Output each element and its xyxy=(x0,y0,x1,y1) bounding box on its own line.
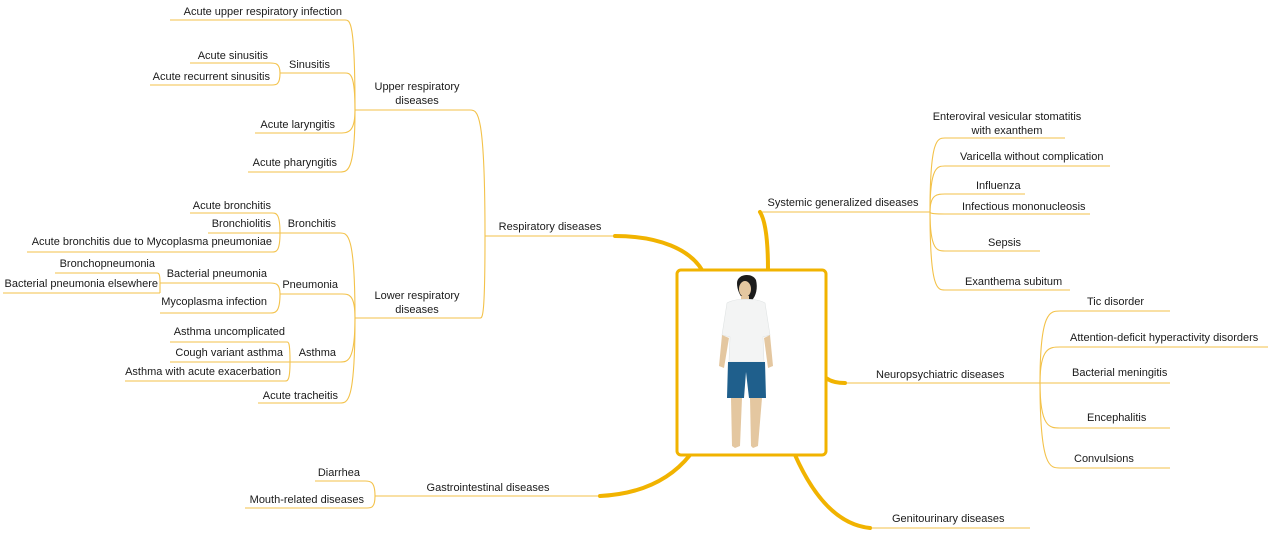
node-enteroviral-label: Enteroviral vesicular stomatitis xyxy=(933,111,1082,123)
node-sinusitis-label: Sinusitis xyxy=(289,59,330,71)
node-adhd-label: Attention-deficit hyperactivity disorder… xyxy=(1070,332,1259,344)
node-bacterial-pneumonia-label: Bacterial pneumonia xyxy=(167,268,268,280)
branch-genito xyxy=(793,453,872,530)
node-cough-variant-asthma-label: Cough variant asthma xyxy=(175,347,283,359)
node-asthma-acute-exacerbation-connector xyxy=(125,361,291,382)
node-acute-recurrent-sinusitis-label: Acute recurrent sinusitis xyxy=(153,71,271,83)
node-acute-tracheitis-connector xyxy=(258,317,356,404)
node-bacterial-meningitis-label: Bacterial meningitis xyxy=(1072,367,1168,379)
node-convulsions-label: Convulsions xyxy=(1074,453,1134,465)
node-neuropsychiatric-label: Neuropsychiatric diseases xyxy=(876,369,1005,381)
node-mononucleosis-label: Infectious mononucleosis xyxy=(962,201,1086,213)
node-acute-recurrent-sinusitis-connector xyxy=(150,72,281,86)
node-asthma-acute-exacerbation-label: Asthma with acute exacerbation xyxy=(125,366,281,378)
branch-neuro xyxy=(824,376,847,385)
node-asthma-uncomplicated-label: Asthma uncomplicated xyxy=(174,326,285,338)
node-encephalitis-label: Encephalitis xyxy=(1087,412,1147,424)
node-sinusitis-connector xyxy=(280,72,356,111)
node-acute-laryngitis-label: Acute laryngitis xyxy=(260,119,335,131)
node-label: diseases xyxy=(395,304,439,316)
node-bacterial-pneumonia-elsewhere-label: Bacterial pneumonia elsewhere xyxy=(5,278,158,290)
node-mycoplasma-infection-label: Mycoplasma infection xyxy=(161,296,267,308)
node-tic-disorder-connector xyxy=(1039,310,1170,384)
node-adhd-connector xyxy=(1039,346,1268,384)
node-acute-bronchitis-connector xyxy=(190,212,281,234)
node-bronchitis-label: Bronchitis xyxy=(288,218,337,230)
node-asthma-label: Asthma xyxy=(299,347,337,359)
node-lower-respiratory-connector xyxy=(355,235,486,319)
branch-respiratory xyxy=(613,234,704,272)
node-influenza-label: Influenza xyxy=(976,180,1022,192)
node-bronchiolitis-label: Bronchiolitis xyxy=(212,218,272,230)
node-upper-respiratory-connector xyxy=(355,109,486,237)
node-acute-bronchitis-label: Acute bronchitis xyxy=(193,200,272,212)
node-systemic-label: Systemic generalized diseases xyxy=(767,197,919,209)
node-mouth-related-connector xyxy=(245,495,376,509)
node-bronchitis-connector xyxy=(280,232,356,319)
node-respiratory-label: Respiratory diseases xyxy=(499,221,602,233)
branch-gastro xyxy=(598,453,692,498)
node-tic-disorder-label: Tic disorder xyxy=(1087,296,1144,308)
node-mouth-related-label: Mouth-related diseases xyxy=(250,494,365,506)
node-acute-upper-respiratory-infection-connector xyxy=(170,19,356,111)
child-figure-image xyxy=(719,274,773,448)
node-sepsis-label: Sepsis xyxy=(988,237,1022,249)
node-acute-pharyngitis-label: Acute pharyngitis xyxy=(253,157,338,169)
node-acute-tracheitis-label: Acute tracheitis xyxy=(263,390,339,402)
node-bacterial-pneumonia-elsewhere-connector xyxy=(3,283,161,294)
node-exanthema-subitum-connector xyxy=(929,211,1070,291)
node-sepsis-connector xyxy=(929,211,1040,252)
node-lower-respiratory-label: Lower respiratory xyxy=(375,290,460,302)
node-acute-bronchitis-mycoplasma-connector xyxy=(27,232,281,253)
node-exanthema-subitum-label: Exanthema subitum xyxy=(965,276,1062,288)
node-upper-respiratory-label: Upper respiratory xyxy=(375,81,460,93)
node-bronchopneumonia-label: Bronchopneumonia xyxy=(60,258,156,270)
node-label: diseases xyxy=(395,95,439,107)
node-influenza-connector xyxy=(929,193,1025,213)
node-acute-pharyngitis-connector xyxy=(248,109,356,173)
node-acute-sinusitis-connector xyxy=(190,62,281,74)
node-diarrhea-connector xyxy=(315,480,376,497)
branch-systemic xyxy=(758,210,770,272)
node-bronchopneumonia-connector xyxy=(55,272,161,284)
node-acute-sinusitis-label: Acute sinusitis xyxy=(198,50,269,62)
node-pneumonia-connector xyxy=(280,293,356,319)
node-varicella-label: Varicella without complication xyxy=(960,151,1103,163)
node-acute-upper-respiratory-infection-label: Acute upper respiratory infection xyxy=(184,6,342,18)
node-asthma-uncomplicated-connector xyxy=(170,341,291,363)
node-convulsions-connector xyxy=(1039,382,1170,469)
node-diarrhea-label: Diarrhea xyxy=(318,467,361,479)
node-bacterial-pneumonia-connector xyxy=(160,282,281,295)
node-label: with exanthem xyxy=(971,125,1043,137)
node-varicella-connector xyxy=(929,165,1110,213)
center-figure-card xyxy=(675,268,828,457)
node-mycoplasma-infection-connector xyxy=(160,293,281,314)
node-gastrointestinal-label: Gastrointestinal diseases xyxy=(427,482,550,494)
node-genitourinary-label: Genitourinary diseases xyxy=(892,513,1005,525)
node-acute-bronchitis-mycoplasma-label: Acute bronchitis due to Mycoplasma pneum… xyxy=(32,236,272,248)
node-pneumonia-label: Pneumonia xyxy=(282,279,339,291)
